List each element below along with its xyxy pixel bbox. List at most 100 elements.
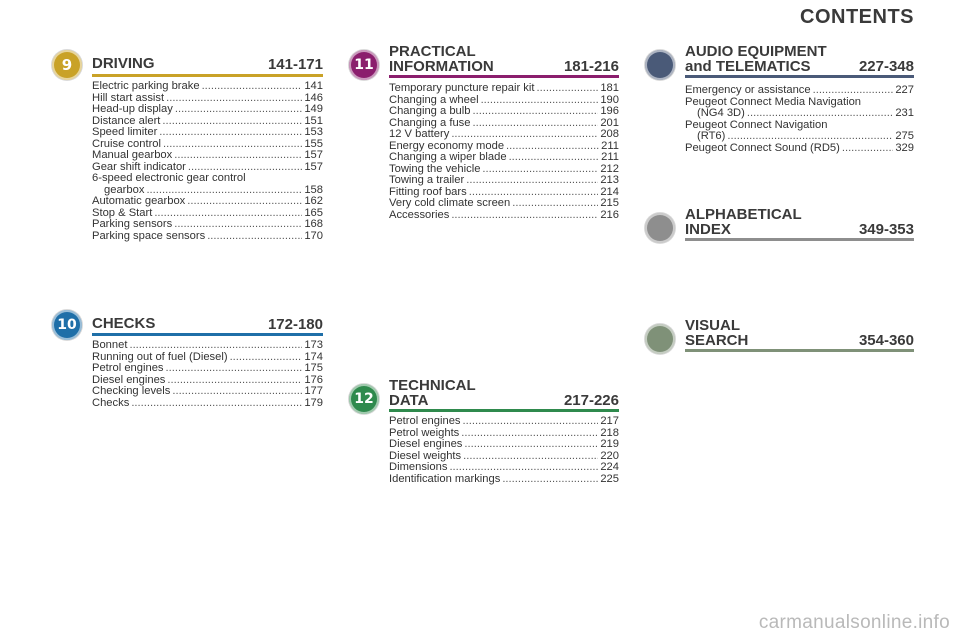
toc-entry[interactable]: Accessories216 xyxy=(389,209,619,222)
entry-list: Electric parking brake141Hill start assi… xyxy=(92,80,323,243)
toc-entry-page: 211 xyxy=(601,151,619,163)
toc-entry[interactable]: Energy economy mode211 xyxy=(389,140,619,153)
toc-entry-label: Bonnet xyxy=(92,339,128,351)
section-heading[interactable]: ALPHABETICAL INDEX 349-353 xyxy=(685,207,914,237)
toc-entry-page: 155 xyxy=(304,137,323,150)
toc-entry-label: Diesel weights xyxy=(389,449,462,462)
toc-entry-label: (NG4 3D) xyxy=(697,107,745,119)
toc-entry[interactable]: Changing a bulb196 xyxy=(389,105,619,118)
toc-entry[interactable]: 12 V battery208 xyxy=(389,128,619,141)
dot-leader xyxy=(202,81,303,93)
toc-entry-label: 12 V battery xyxy=(389,128,450,140)
dot-leader xyxy=(451,129,598,141)
page-title: CONTENTS xyxy=(800,6,914,28)
dot-leader xyxy=(481,95,599,107)
toc-entry[interactable]: Checking levels177 xyxy=(92,385,323,398)
toc-entry[interactable]: Fitting roof bars214 xyxy=(389,185,619,199)
toc-entry[interactable]: gearbox158 xyxy=(92,183,323,197)
toc-entry[interactable]: Electric parking brake141 xyxy=(92,80,323,93)
toc-entry[interactable]: (RT6)275 xyxy=(685,130,914,143)
toc-entry[interactable]: Temporary puncture repair kit181 xyxy=(389,82,619,95)
toc-entry[interactable]: Towing a trailer213 xyxy=(389,174,619,187)
toc-entry[interactable]: Emergency or assistance 227 xyxy=(685,84,914,97)
section-heading[interactable]: PRACTICAL INFORMATION 181-216 xyxy=(389,44,619,74)
section-driving: 9 DRIVING 141-171 Electric parking brake… xyxy=(52,50,323,245)
toc-entry[interactable]: Manual gearbox157 xyxy=(92,149,323,162)
toc-entry-label: Distance alert xyxy=(92,114,161,127)
toc-entry[interactable]: Diesel engines219 xyxy=(389,438,619,451)
toc-entry[interactable]: Changing a wiper blade211 xyxy=(389,151,619,164)
toc-entry-page: 158 xyxy=(304,183,323,196)
toc-entry-label: Diesel engines xyxy=(92,373,166,386)
toc-entry[interactable]: Speed limiter153 xyxy=(92,126,323,139)
section-number-badge: 11 xyxy=(349,50,379,80)
toc-entry[interactable]: Identification markings225 xyxy=(389,473,619,486)
toc-entry-page: 220 xyxy=(600,449,619,462)
toc-entry[interactable]: Diesel engines176 xyxy=(92,373,323,387)
toc-entry[interactable]: Parking space sensors170 xyxy=(92,230,323,243)
section-title-line1: PRACTICAL xyxy=(389,43,476,60)
toc-entry-label: Changing a wheel xyxy=(389,93,479,106)
section-page-range: 349-353 xyxy=(858,221,914,238)
toc-entry-page: 227 xyxy=(895,84,914,96)
toc-entry-page: 218 xyxy=(600,426,619,439)
toc-entry[interactable]: Dimensions 224 xyxy=(389,461,619,474)
toc-entry[interactable]: Peugeot Connect Sound (RD5)329 xyxy=(685,141,914,155)
section-heading[interactable]: TECHNICAL DATA 217-226 xyxy=(389,378,619,408)
toc-entry[interactable]: Towing the vehicle212 xyxy=(389,163,619,176)
toc-entry-label: 6-speed electronic gear control xyxy=(92,172,246,184)
toc-entry[interactable]: Checks179 xyxy=(92,397,323,410)
toc-entry-label: Emergency or assistance xyxy=(685,84,811,96)
toc-entry-label: Manual gearbox xyxy=(92,149,173,161)
toc-entry[interactable]: Bonnet173 xyxy=(92,339,323,352)
dot-leader xyxy=(466,175,598,187)
section-number-badge: 10 xyxy=(52,310,82,340)
dot-leader xyxy=(461,428,598,440)
entry-list: Bonnet173Running out of fuel (Diesel)174… xyxy=(92,339,323,410)
section-heading[interactable]: CHECKS 172-180 xyxy=(92,316,323,332)
toc-entry-page: 214 xyxy=(600,185,619,198)
toc-entry[interactable]: Changing a fuse201 xyxy=(389,116,619,130)
section-title-line2: and TELEMATICS xyxy=(685,58,811,75)
toc-entry-label: Changing a fuse xyxy=(389,116,471,129)
toc-entry-page: 168 xyxy=(304,218,323,230)
toc-entry[interactable]: Gear shift indicator157 xyxy=(92,160,323,174)
toc-entry[interactable]: 6-speed electronic gear control xyxy=(92,172,323,185)
entry-list: Temporary puncture repair kit181Changing… xyxy=(389,82,619,222)
toc-entry-page: 224 xyxy=(600,461,619,473)
toc-entry-label: Automatic gearbox xyxy=(92,195,186,207)
section-heading[interactable]: DRIVING 141-171 xyxy=(92,56,323,72)
toc-entry[interactable]: Very cold climate screen215 xyxy=(389,197,619,210)
dot-leader xyxy=(509,152,600,164)
toc-entry[interactable]: Cruise control155 xyxy=(92,137,323,151)
toc-entry[interactable]: Petrol weights218 xyxy=(389,426,619,440)
toc-entry[interactable]: Distance alert151 xyxy=(92,114,323,128)
toc-entry-label: Dimensions xyxy=(389,461,448,473)
toc-entry[interactable]: Parking sensors168 xyxy=(92,218,323,231)
dot-leader xyxy=(174,150,302,162)
toc-entry[interactable]: (NG4 3D)231 xyxy=(685,107,914,120)
toc-entry[interactable]: Stop & Start165 xyxy=(92,206,323,220)
toc-entry[interactable]: Hill start assist146 xyxy=(92,91,323,105)
section-page-range: 227-348 xyxy=(858,58,914,75)
toc-entry[interactable]: Head-up display149 xyxy=(92,103,323,116)
toc-entry-page: 146 xyxy=(304,91,323,104)
toc-entry-label: Stop & Start xyxy=(92,206,153,219)
entry-list: Emergency or assistance227Peugeot Connec… xyxy=(685,84,914,155)
toc-entry[interactable]: Peugeot Connect Navigation xyxy=(685,119,914,132)
dot-leader xyxy=(464,439,598,451)
section-heading[interactable]: VISUAL SEARCH 354-360 xyxy=(685,318,914,348)
toc-entry[interactable]: Petrol engines175 xyxy=(92,362,323,375)
toc-entry[interactable]: Changing a wheel190 xyxy=(389,93,619,107)
toc-entry-label: Gear shift indicator xyxy=(92,160,186,173)
toc-entry-page: 329 xyxy=(895,141,914,154)
section-heading[interactable]: AUDIO EQUIPMENT and TELEMATICS 227-348 xyxy=(685,44,914,74)
toc-entry[interactable]: Peugeot Connect Media Navigation xyxy=(685,96,914,109)
toc-entry[interactable]: Running out of fuel (Diesel)174 xyxy=(92,351,323,364)
dot-leader xyxy=(449,462,598,474)
section-practical-information: 11 PRACTICAL INFORMATION 181-216 Tempora… xyxy=(349,44,619,224)
toc-entry[interactable]: Automatic gearbox162 xyxy=(92,195,323,208)
toc-entry-label: Checking levels xyxy=(92,385,171,397)
toc-entry[interactable]: Petrol engines217 xyxy=(389,415,619,428)
toc-entry[interactable]: Diesel weights 220 xyxy=(389,449,619,463)
